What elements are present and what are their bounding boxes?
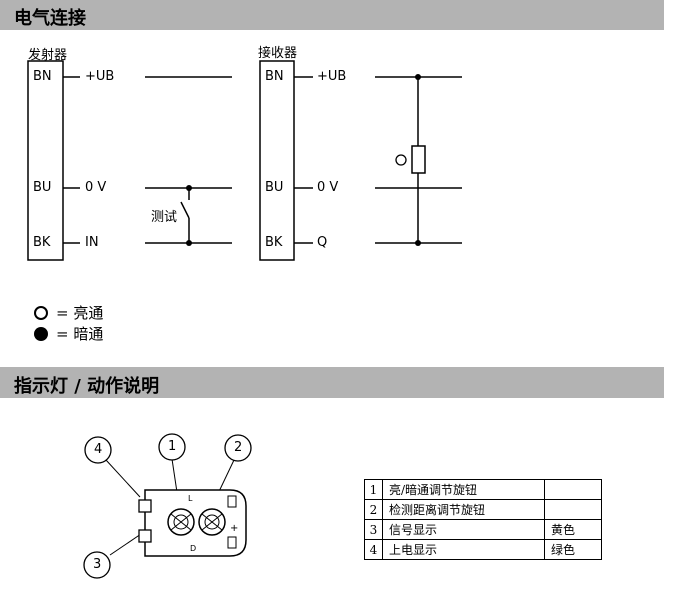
light-dark-knob [167, 508, 195, 536]
table-cell-num: 1 [364, 479, 383, 500]
section-header-electrical: 电气连接 [0, 0, 664, 30]
callout-2-label: 2 [234, 440, 243, 455]
receiver-signal-0v: 0 V [317, 180, 339, 195]
table-row: 1 亮/暗通调节旋钮 [364, 479, 602, 500]
table-cell-desc: 上电显示 [382, 539, 545, 560]
callout-3-label: 3 [93, 557, 102, 572]
table-cell-color [544, 499, 602, 520]
open-circle-icon [34, 305, 48, 320]
filled-circle-icon [34, 326, 48, 341]
emitter-pin-bk: BK [33, 235, 51, 250]
emitter-signal-ub: +UB [85, 69, 115, 84]
table-row: 2 检测距离调节旋钮 [364, 499, 602, 520]
svg-text:+: + [230, 523, 238, 534]
section-title-electrical: 电气连接 [14, 8, 86, 29]
receiver-title: 接收器 [258, 46, 298, 61]
legend-dark-on-text: = 暗通 [56, 325, 104, 343]
signal-led-window [138, 529, 152, 543]
emitter-title: 发射器 [28, 48, 68, 63]
table-row: 3 信号显示 黄色 [364, 519, 602, 540]
table-cell-num: 2 [364, 499, 383, 520]
table-cell-color: 黄色 [544, 519, 602, 540]
callout-4 [84, 436, 112, 464]
receiver-signal-q: Q [317, 235, 328, 250]
sensor-device-drawing: + L D [105, 458, 247, 557]
table-cell-desc: 检测距离调节旋钮 [382, 499, 545, 520]
table-cell-num: 3 [364, 519, 383, 540]
legend-light-on: = 亮通 [34, 302, 103, 323]
callout-2 [224, 434, 252, 462]
svg-text:D: D [190, 544, 196, 553]
table-cell-color: 绿色 [544, 539, 602, 560]
emitter-signal-in: IN [85, 235, 99, 250]
table-row: 4 上电显示 绿色 [364, 539, 602, 560]
receiver-signal-ub: +UB [317, 69, 347, 84]
power-led-window [138, 499, 152, 513]
table-cell-color [544, 479, 602, 500]
callout-1-label: 1 [168, 439, 177, 454]
range-knob [198, 508, 226, 536]
emitter-pin-bu: BU [33, 180, 52, 195]
legend-light-on-text: = 亮通 [56, 304, 104, 322]
receiver-pin-bn: BN [265, 69, 284, 84]
section-header-indicator: 指示灯 / 动作说明 [0, 367, 664, 398]
table-cell-num: 4 [364, 539, 383, 560]
table-cell-desc: 亮/暗通调节旋钮 [382, 479, 545, 500]
sensor-housing [144, 489, 247, 557]
legend-dark-on: = 暗通 [34, 323, 103, 344]
emitter-signal-0v: 0 V [85, 180, 107, 195]
receiver-box [259, 60, 295, 261]
function-table: 1 亮/暗通调节旋钮 2 检测距离调节旋钮 3 信号显示 黄色 4 上电显示 绿… [364, 479, 602, 560]
light-on-symbol [395, 154, 407, 166]
table-cell-desc: 信号显示 [382, 519, 545, 540]
emitter-box [27, 60, 64, 261]
svg-text:L: L [188, 494, 193, 503]
callout-4-label: 4 [94, 442, 103, 457]
emitter-pin-bn: BN [33, 69, 52, 84]
receiver-pin-bk: BK [265, 235, 283, 250]
section-title-indicator: 指示灯 / 动作说明 [14, 376, 160, 397]
load-resistor [411, 145, 426, 174]
receiver-pin-bu: BU [265, 180, 284, 195]
test-label: 测试 [151, 210, 178, 225]
callout-1 [158, 433, 186, 461]
test-switch-contact [180, 201, 190, 219]
callout-3 [83, 551, 111, 579]
